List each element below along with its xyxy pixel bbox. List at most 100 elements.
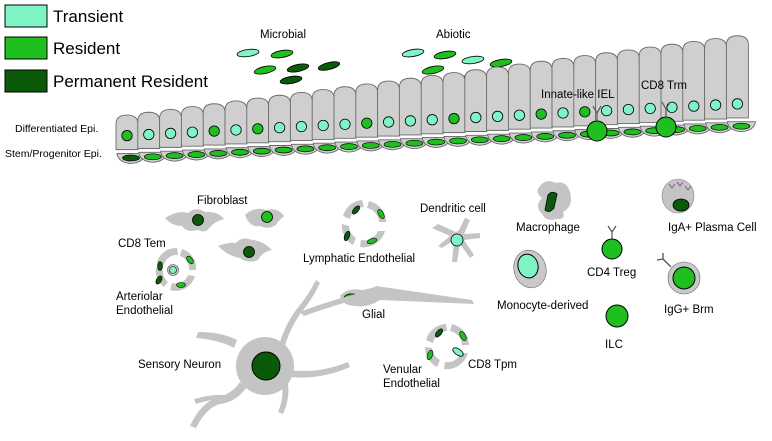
- differentiated-epi-cell: [180, 106, 204, 147]
- stem-epi-nucleus: [427, 138, 446, 146]
- cd8-trm-label: CD8 Trm: [641, 80, 687, 92]
- differentiated-epi-nucleus: [644, 102, 656, 115]
- iga-plasma-cell: IgA+ Plasma Cell: [661, 178, 757, 234]
- iga-plasma-label: IgA+ Plasma Cell: [668, 222, 757, 234]
- microbe-resident: [270, 49, 294, 59]
- receptor-icon: [661, 101, 671, 117]
- stem-epi-nucleus: [274, 146, 293, 154]
- stem-epi-nucleus: [122, 154, 140, 162]
- venular-label-2: Endothelial: [383, 378, 440, 390]
- differentiated-epi-nucleus: [317, 119, 329, 132]
- innate-iel-label: Innate-like IEL: [541, 89, 615, 101]
- differentiated-epi-nucleus: [557, 107, 569, 119]
- stem-epi-nucleus: [318, 144, 337, 152]
- differentiated-epi-nucleus: [622, 103, 635, 116]
- stem-epi-nucleus: [536, 133, 555, 140]
- cd8-tpm-label: CD8 Tpm: [468, 359, 517, 371]
- differentiated-epi-nucleus: [491, 110, 504, 122]
- legend-swatch-permanent: [4, 69, 48, 93]
- antibody-icon: [656, 253, 672, 268]
- sensory-neuron: Sensory Neuron: [138, 280, 374, 428]
- stem-epi-nucleus: [187, 151, 206, 158]
- legend-label-permanent: Permanent Resident: [53, 72, 208, 91]
- differentiated-epi-nucleus: [252, 123, 264, 135]
- differentiated-epi-nucleus: [600, 105, 613, 117]
- differentiated-epi-nucleus: [731, 98, 744, 110]
- differentiated-epi-cell: [333, 86, 357, 139]
- differentiated-epi-nucleus: [535, 108, 547, 120]
- differentiated-epi-nucleus: [688, 100, 700, 112]
- cd8-trm-cell: CD8 Trm: [641, 80, 687, 138]
- legend-swatch-transient: [4, 4, 48, 28]
- cd8-trm-body: [655, 116, 677, 138]
- legend-swatch-resident: [4, 36, 48, 60]
- stem-epi-label: Stem/Progenitor Epi.: [5, 148, 102, 160]
- macrophage-label: Macrophage: [516, 222, 580, 234]
- stem-epi-nucleus: [209, 150, 228, 157]
- macrophage-cell: Macrophage: [516, 181, 580, 234]
- differentiated-epi-nucleus: [666, 101, 678, 113]
- differentiated-epi-nucleus: [165, 127, 177, 139]
- stem-epi-nucleus: [732, 122, 751, 130]
- stem-epi-nucleus: [514, 134, 533, 141]
- differentiated-epi-nucleus: [230, 124, 242, 136]
- cd4-treg-body: [601, 238, 623, 260]
- igg-brm-cell: IgG+ Brm: [656, 253, 714, 316]
- arteriolar-vessel: CD8 Tem Arteriolar Endothelial: [116, 238, 197, 317]
- receptor-icon: [592, 105, 602, 121]
- stem-epi-nucleus: [710, 123, 729, 131]
- differentiated-epi-nucleus: [709, 99, 722, 111]
- cd8-tem-nucleus: [169, 266, 177, 274]
- innate-iel-body: [586, 120, 608, 142]
- cd4-treg-cell: CD4 Treg: [587, 225, 636, 279]
- differentiated-epi-cell: [289, 91, 313, 142]
- differentiated-epi-cell: [224, 100, 248, 145]
- neuron-nucleus: [251, 351, 281, 381]
- abiotic-label: Abiotic: [436, 29, 471, 41]
- differentiated-epi-cell: [202, 103, 226, 146]
- differentiated-epi-cell: [355, 83, 379, 138]
- differentiated-epi-nucleus: [143, 128, 155, 141]
- arteriolar-label-1: Arteriolar: [116, 291, 163, 303]
- stem-epi-nucleus: [688, 125, 707, 132]
- antibody-icon: [668, 181, 692, 191]
- fibroblast-nucleus: [261, 211, 273, 223]
- fibroblast-label: Fibroblast: [197, 195, 248, 207]
- differentiated-epi-nucleus: [448, 113, 460, 125]
- ilc-label: ILC: [605, 339, 623, 351]
- microbe-permanent: [279, 75, 303, 85]
- stem-epi-nucleus: [383, 140, 402, 148]
- microbial-group: Microbial: [236, 29, 341, 85]
- microbe-permanent: [286, 63, 310, 73]
- legend-label-resident: Resident: [53, 39, 120, 58]
- stem-epi-nucleus: [405, 139, 424, 147]
- cd8-tpm-cell: [452, 347, 464, 357]
- monocyte-label: Monocyte-derived: [497, 300, 588, 312]
- differentiated-epi-nucleus: [579, 106, 591, 118]
- venular-label-1: Venular: [383, 364, 422, 376]
- microbe-permanent: [317, 61, 341, 71]
- abiotic-transient: [461, 55, 485, 65]
- epithelium: [115, 35, 756, 164]
- lymphatic-label: Lymphatic Endothelial: [303, 253, 415, 265]
- abiotic-resident: [433, 50, 457, 60]
- differentiated-epi-nucleus: [404, 115, 416, 127]
- legend-label-transient: Transient: [53, 7, 124, 26]
- glial-cell: Glial: [340, 286, 474, 321]
- stem-epi-nucleus: [296, 145, 315, 153]
- igg-brm-nucleus: [672, 266, 696, 290]
- differentiated-epi-nucleus: [382, 116, 395, 128]
- differentiated-epi-label: Differentiated Epi.: [15, 123, 98, 135]
- lymphatic-vessel: Lymphatic Endothelial: [303, 200, 415, 265]
- glial-body: [340, 286, 474, 307]
- differentiated-epi-cell: [311, 89, 335, 140]
- sensory-neuron-label: Sensory Neuron: [138, 359, 221, 371]
- differentiated-epi-nucleus: [208, 125, 220, 137]
- fibroblast-group: Fibroblast: [165, 195, 284, 262]
- dendritic-cell: Dendritic cell: [420, 203, 486, 262]
- differentiated-epi-cell: [246, 97, 270, 144]
- stem-epi-nucleus: [449, 137, 467, 145]
- iga-plasma-nucleus: [672, 198, 690, 212]
- abiotic-resident: [489, 58, 513, 68]
